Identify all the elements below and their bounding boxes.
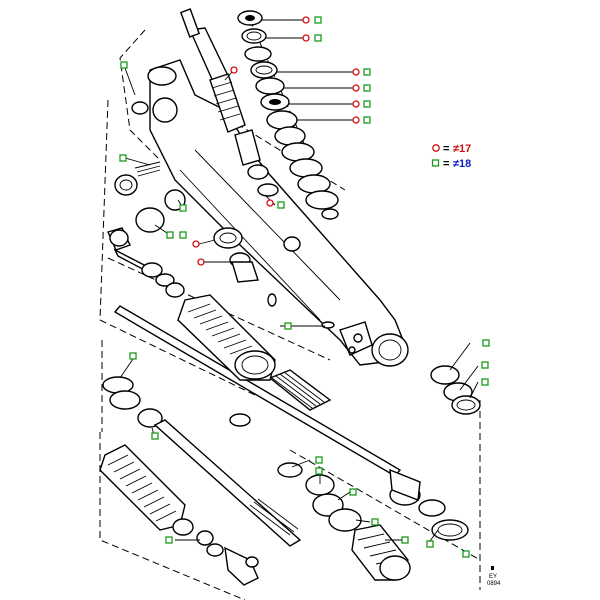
callouts-circle	[192, 16, 360, 266]
callout-square	[151, 432, 159, 440]
callout-square	[315, 456, 323, 464]
legend-circle-marker	[432, 144, 440, 152]
lower-right-group	[277, 365, 481, 581]
callout-square	[314, 16, 322, 24]
callout-square	[179, 204, 187, 212]
legend-square-eq: =	[443, 158, 449, 170]
legend-item-circle: = ≠17	[432, 143, 471, 155]
callout-square	[363, 100, 371, 108]
callout-circle	[192, 240, 200, 248]
callout-circle	[197, 258, 205, 266]
callout-square	[349, 488, 357, 496]
callout-square	[481, 378, 489, 386]
bellows-upper	[177, 294, 276, 381]
drawing-code: EY 0894	[487, 566, 501, 587]
callout-circle	[266, 199, 274, 207]
callout-square	[401, 536, 409, 544]
callout-square	[462, 550, 470, 558]
callout-square	[120, 61, 128, 69]
seal-stack	[237, 10, 339, 220]
callout-square	[129, 352, 137, 360]
rack-and-tie-rods	[107, 227, 402, 477]
callout-square	[119, 154, 127, 162]
callout-square	[277, 201, 285, 209]
callout-square	[315, 467, 323, 475]
callout-square	[363, 84, 371, 92]
callout-square	[179, 231, 187, 239]
legend: = ≠17 = ≠18	[431, 143, 471, 170]
callout-square	[363, 116, 371, 124]
legend-square-marker	[431, 159, 440, 167]
callout-circle	[352, 100, 360, 108]
callout-square	[314, 34, 322, 42]
legend-item-square: = ≠18	[431, 158, 471, 170]
callout-circle	[352, 116, 360, 124]
rack-housing	[131, 8, 409, 367]
drawing-code-line1: EY	[489, 574, 497, 580]
lower-left-group	[99, 376, 302, 586]
callout-circle	[352, 68, 360, 76]
callouts-square	[119, 16, 490, 558]
pinion-valve	[114, 73, 335, 329]
leader-lines	[119, 19, 479, 542]
callout-square	[363, 68, 371, 76]
legend-circle-ref: ≠17	[453, 143, 471, 155]
callout-circle	[352, 84, 360, 92]
callout-square	[482, 339, 490, 347]
drawing-code-line2: 0894	[487, 581, 501, 587]
callout-square	[481, 361, 489, 369]
callout-circle	[230, 66, 238, 74]
callout-square	[284, 322, 292, 330]
legend-circle-eq: =	[443, 143, 449, 155]
callout-circle	[302, 34, 310, 42]
callout-square	[165, 536, 173, 544]
legend-square-ref: ≠18	[453, 158, 471, 170]
callout-square	[426, 540, 434, 548]
callout-square	[166, 231, 174, 239]
callout-circle	[302, 16, 310, 24]
callout-square	[371, 518, 379, 526]
